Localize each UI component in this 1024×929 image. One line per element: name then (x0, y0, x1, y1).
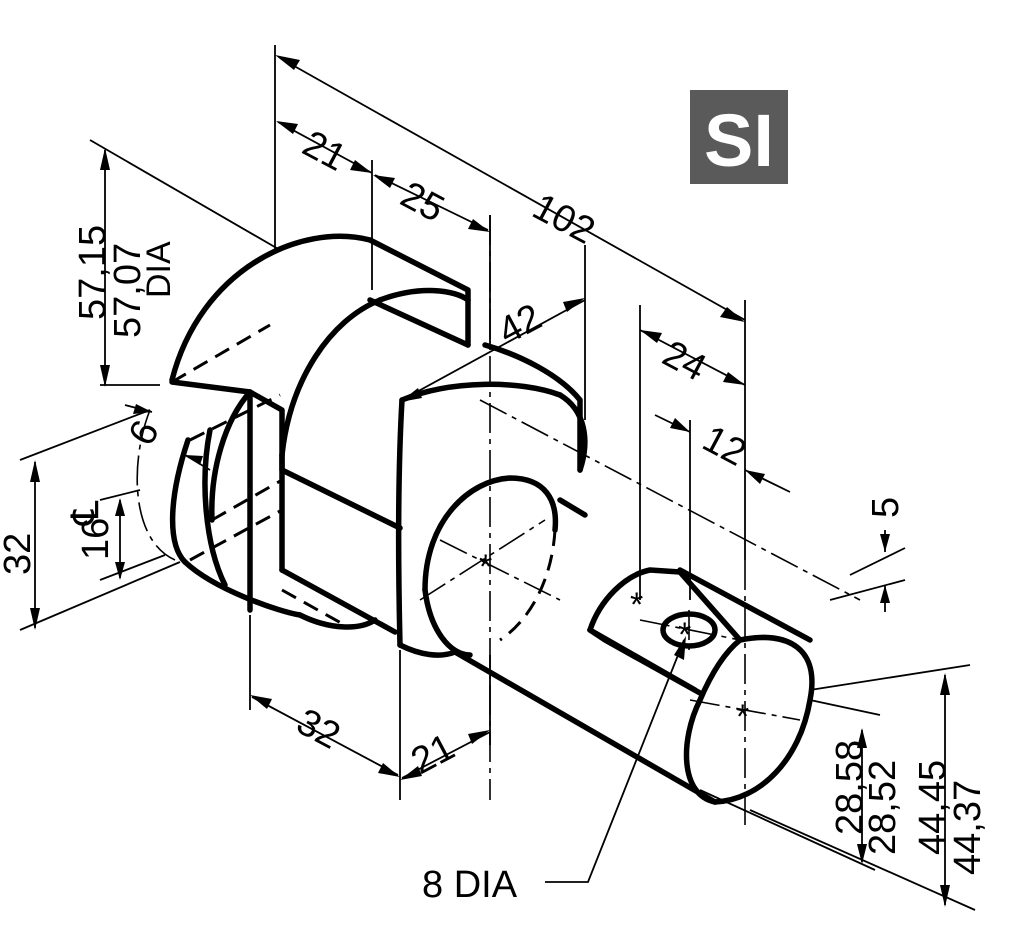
dim-flange-dia-min: 57,07 (107, 243, 149, 338)
dim-slot-width: 25 (394, 174, 451, 231)
center-mark: * (736, 698, 749, 736)
dim-overall-length: 102 (526, 186, 602, 253)
center-marks: * * * * (479, 548, 749, 736)
dim-flat-height-min: 28,52 (862, 760, 904, 855)
dim-flange-height: 32 (0, 533, 39, 575)
dim-flange-dia-max: 57,15 (72, 225, 114, 320)
dim-flat-length: 24 (656, 333, 713, 390)
center-mark: * (479, 548, 492, 586)
dim-shaft-dia-max: 44,45 (912, 760, 954, 855)
center-mark: * (678, 616, 691, 654)
dim-shaft-dia-min: 44,37 (947, 780, 989, 875)
hidden-lines (171, 323, 351, 630)
dim-tab-height: 16 (75, 518, 117, 560)
center-mark: * (630, 586, 643, 624)
dim-centerline-symbol: ℄ (65, 500, 107, 526)
dim-collar-dia: 42 (492, 296, 549, 353)
dim-flange-dia-note: DIA (140, 241, 178, 298)
si-badge-text: SI (704, 99, 774, 182)
dim-slot-depth: 6 (121, 414, 168, 452)
hole-note: 8 DIA (422, 864, 518, 906)
center-lines (136, 215, 861, 830)
dimension-lines (19, 45, 976, 911)
dim-hub-length: 32 (290, 701, 347, 758)
si-badge: SI (690, 90, 788, 184)
dim-flat-height-max: 28,58 (829, 740, 871, 835)
dim-flat-depth: 5 (865, 497, 907, 518)
dimension-labels: 102 21 25 42 24 12 5 32 21 6 ℄ 16 32 57,… (0, 123, 989, 906)
dim-flange-width: 21 (296, 123, 353, 180)
